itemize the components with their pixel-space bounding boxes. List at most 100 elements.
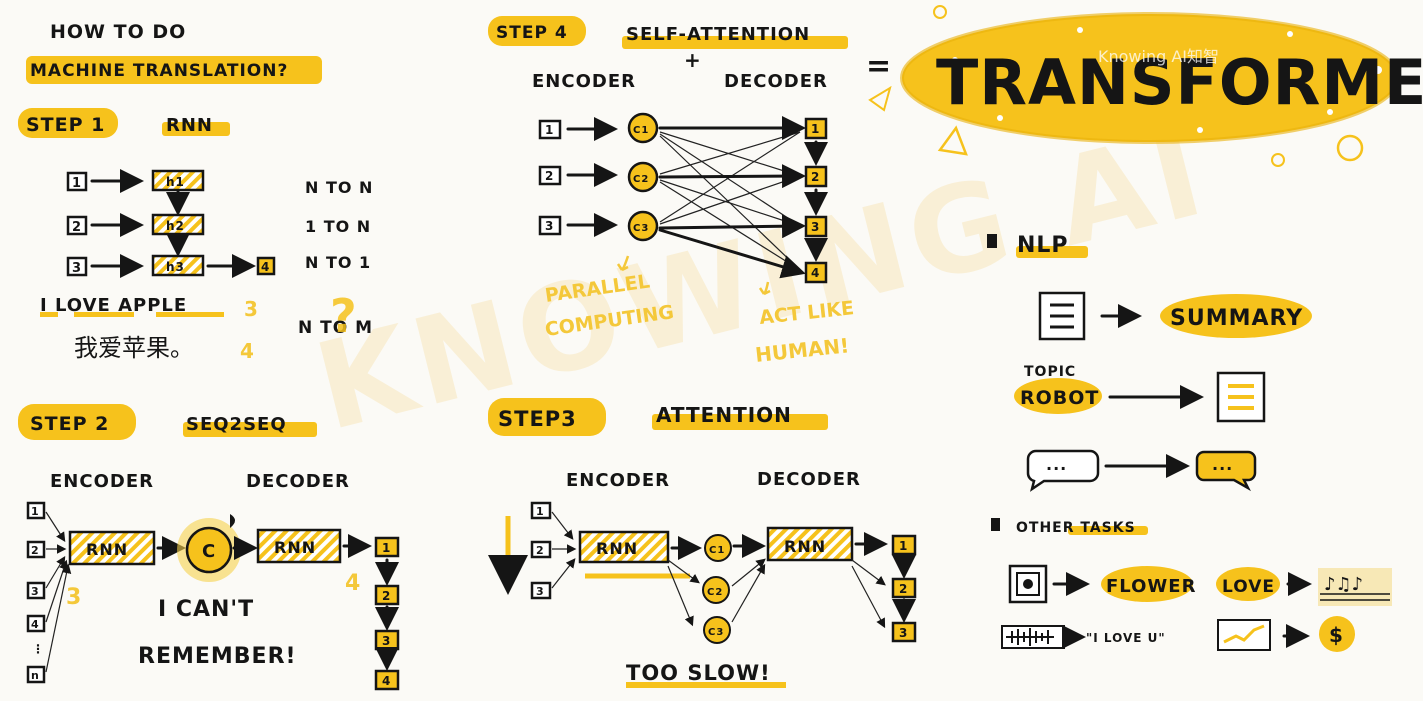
nlp-underline [1016, 246, 1088, 258]
svg-text:C3: C3 [708, 627, 724, 638]
equals-sign: = [866, 49, 892, 84]
transformer-badge: TRANSFORMER [868, 5, 1423, 167]
other-header: OTHER TASKS [1016, 520, 1136, 536]
svg-text:C1: C1 [709, 545, 725, 556]
svg-text:4: 4 [382, 674, 391, 688]
step4-self-attention-diagram: 1 2 3 C1 C2 C3 1 2 3 4 [538, 112, 828, 296]
title-line1: HOW TO DO [50, 21, 186, 43]
step3-decoder: DECODER [757, 469, 861, 490]
other-bullet [991, 518, 1000, 531]
step4-plus: + [684, 48, 702, 72]
question-mark: ? [330, 289, 357, 343]
step4-label: STEP 4 [496, 23, 568, 43]
svg-text:LOVE: LOVE [1222, 577, 1275, 597]
svg-text:3: 3 [72, 261, 82, 276]
step2-label-bg [18, 404, 136, 440]
step2-decoder: DECODER [246, 471, 350, 492]
mode-n-to-n: N TO N [305, 178, 373, 197]
svg-text:RNN: RNN [274, 538, 316, 557]
example-english-count: 3 [244, 297, 258, 321]
step3-label-bg [488, 398, 606, 436]
svg-text:1: 1 [811, 122, 820, 136]
svg-text:TRANSFORMER: TRANSFORMER [936, 46, 1423, 119]
svg-text:"I LOVE U": "I LOVE U" [1086, 631, 1166, 645]
mode-1-to-n: 1 TO N [305, 217, 371, 236]
step2-name: SEQ2SEQ [186, 414, 287, 435]
svg-text:4: 4 [811, 266, 820, 280]
nlp-bullet [987, 234, 997, 248]
svg-text:4: 4 [261, 260, 270, 274]
svg-text:h3: h3 [166, 260, 185, 274]
svg-text:1: 1 [31, 505, 40, 518]
step2-count-out: 4 [345, 571, 360, 596]
svg-text:SUMMARY: SUMMARY [1170, 306, 1303, 331]
step2-count-in: 3 [66, 585, 81, 610]
svg-text:1: 1 [899, 539, 908, 553]
svg-text:2: 2 [899, 582, 908, 596]
remark-remember: REMEMBER! [138, 644, 297, 669]
svg-text:3: 3 [31, 585, 40, 598]
svg-text:2: 2 [31, 544, 40, 557]
svg-text:2: 2 [72, 220, 82, 235]
svg-text:C: C [202, 541, 216, 562]
step4-name: SELF-ATTENTION [626, 24, 810, 45]
example-chinese-count: 4 [240, 339, 254, 363]
svg-text:1: 1 [545, 123, 554, 137]
step1-rnn-diagram: 1 2 3 h1 h2 h3 4 [66, 169, 276, 278]
step3-attention-diagram: 1 2 3 RNN C1 C2 C3 RNN 1 2 3 [488, 501, 917, 644]
example-underline-3 [156, 312, 224, 317]
corner-watermark: Knowing AI知智 [1098, 47, 1219, 66]
step1-label: STEP 1 [26, 114, 105, 136]
svg-text:3: 3 [382, 634, 391, 648]
svg-text:3: 3 [899, 626, 908, 640]
svg-text:4: 4 [31, 618, 40, 631]
svg-text:1: 1 [536, 505, 545, 518]
svg-text:C2: C2 [707, 587, 723, 598]
step3-remark: TOO SLOW! [626, 661, 771, 685]
svg-text:2: 2 [811, 170, 820, 184]
svg-text:h2: h2 [166, 219, 185, 233]
svg-text:C1: C1 [633, 125, 649, 136]
svg-text:RNN: RNN [596, 539, 638, 558]
step1-name-underline [162, 122, 230, 136]
svg-text:C2: C2 [633, 174, 649, 185]
step2-seq2seq-diagram: 1 2 3 4 ⋮ n RNN C RNN 1 2 3 4 [26, 501, 400, 691]
step4-decoder: DECODER [724, 71, 828, 92]
svg-text:2: 2 [382, 589, 391, 603]
svg-text:3: 3 [545, 219, 554, 233]
step4-label-bg [488, 16, 586, 46]
step3-encoder: ENCODER [566, 470, 670, 491]
step3-remark-underline [626, 682, 786, 688]
svg-text:···: ··· [1212, 459, 1233, 478]
step2-label: STEP 2 [30, 413, 109, 435]
mode-n-to-1: N TO 1 [305, 253, 371, 272]
svg-text:1: 1 [382, 541, 391, 555]
svg-text:2: 2 [545, 169, 554, 183]
step4-encoder: ENCODER [532, 71, 636, 92]
topic-label: TOPIC [1024, 364, 1076, 380]
svg-text:FLOWER: FLOWER [1106, 576, 1196, 597]
step3-name-underline [652, 414, 828, 430]
title-highlight [26, 56, 322, 84]
svg-text:3: 3 [536, 585, 545, 598]
example-english: I LOVE APPLE [40, 295, 187, 316]
svg-text:♪♫♪: ♪♫♪ [1324, 574, 1363, 595]
step2-name-underline [183, 422, 317, 437]
title-line2: MACHINE TRANSLATION? [30, 61, 288, 81]
svg-text:1: 1 [72, 176, 82, 191]
step3-label: STEP3 [498, 407, 577, 431]
other-underline [1068, 526, 1148, 535]
nlp-summary-row: SUMMARY [1038, 291, 1312, 341]
other-speech-row: "I LOVE U" $ [1001, 616, 1355, 652]
example-underline-1 [40, 312, 58, 317]
svg-text:h1: h1 [166, 175, 185, 189]
dollar-icon: $ [1329, 623, 1344, 647]
nlp-header: NLP [1017, 233, 1069, 258]
svg-text:···: ··· [1046, 459, 1067, 478]
svg-text:RNN: RNN [86, 540, 128, 559]
mode-n-to-m: N TO M [298, 318, 373, 338]
step2-encoder: ENCODER [50, 471, 154, 492]
other-image-row: FLOWER LOVE ♪♫♪ [1008, 564, 1392, 606]
